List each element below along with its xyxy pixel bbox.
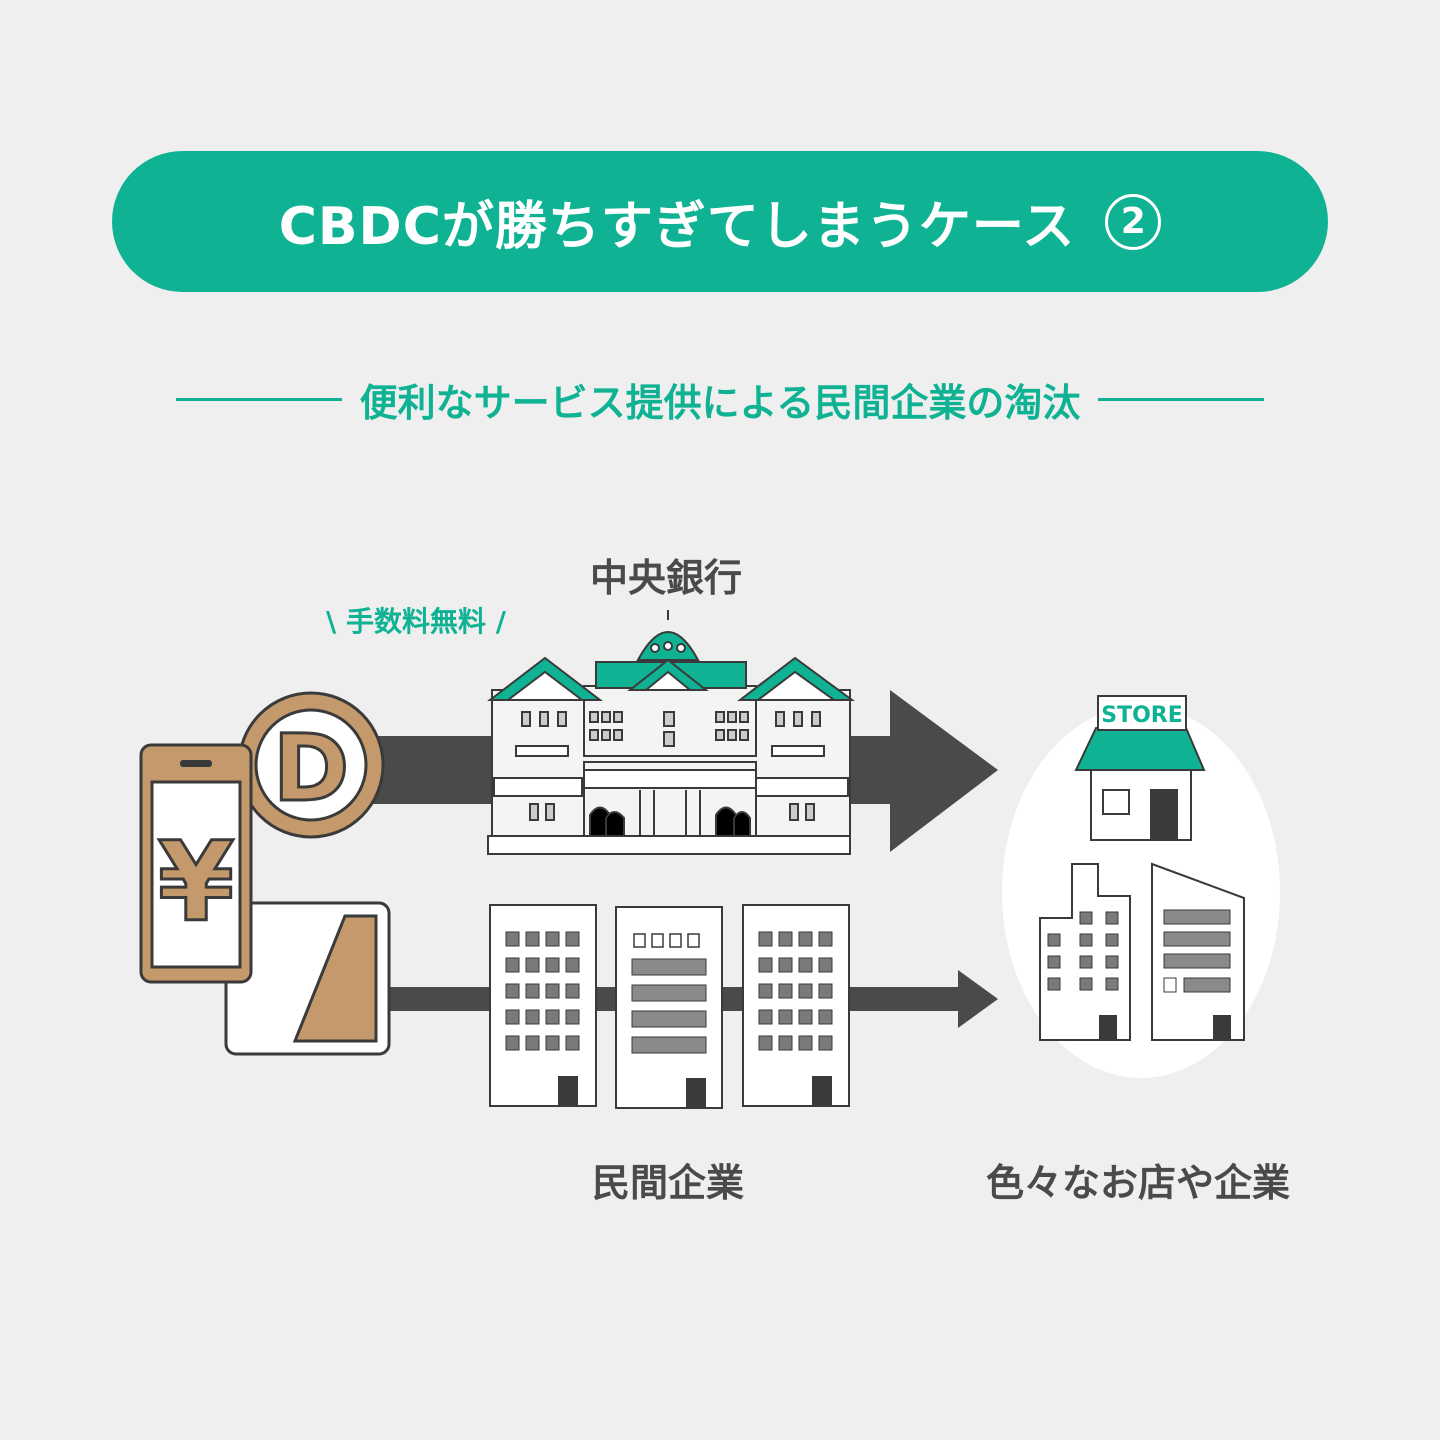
private-company-building-2 [615, 906, 723, 1109]
store-icon: STORE [1074, 695, 1206, 841]
private-company-building-3 [742, 904, 850, 1107]
subtitle-line-left [176, 397, 342, 401]
destination-building-2 [1151, 862, 1245, 1041]
title-number-badge: 2 [1105, 193, 1162, 250]
fee-free-note: \ 手数料無料 / [326, 605, 506, 638]
central-bank-label: 中央銀行 [590, 556, 743, 600]
title-text: CBDCが勝ちすぎてしまうケース [278, 197, 1076, 257]
central-bank-building-icon [487, 610, 856, 855]
subtitle: 便利なサービス提供による民間企業の淘汰 [359, 380, 1081, 425]
smartphone-icon: ¥ [139, 743, 253, 984]
stores-companies-label: 色々なお店や企業 [986, 1161, 1291, 1205]
yen-symbol: ¥ [158, 818, 235, 946]
private-company-building-1 [489, 904, 597, 1107]
destination-building-1 [1039, 863, 1131, 1041]
coin-letter: D [273, 715, 349, 822]
digital-coin-icon: D [237, 691, 385, 839]
title-banner: CBDCが勝ちすぎてしまうケース 2 [112, 151, 1328, 292]
card-icon [224, 901, 391, 1056]
subtitle-line-right [1098, 397, 1264, 401]
subtitle-row: 便利なサービス提供による民間企業の淘汰 [176, 368, 1264, 430]
store-sign-text: STORE [1101, 703, 1183, 728]
private-companies-label: 民間企業 [592, 1161, 745, 1205]
